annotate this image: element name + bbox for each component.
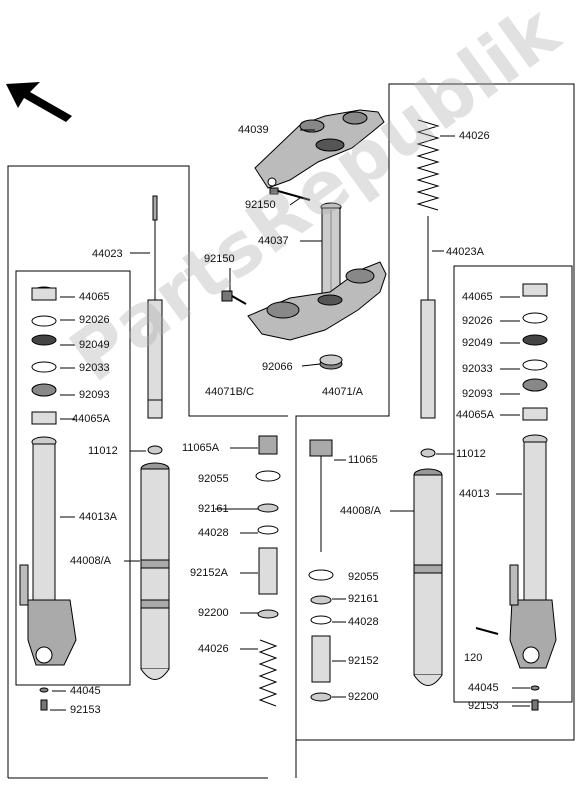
label-92200-a: 92200	[198, 607, 229, 619]
steering-stem	[320, 202, 342, 309]
label-92161-b: 92161	[348, 593, 379, 605]
fork-leg-44013-right	[475, 283, 557, 711]
fork-leg-44013A-left	[19, 286, 77, 711]
label-11012-left: 11012	[88, 445, 118, 457]
label-92152A: 92152A	[190, 567, 228, 579]
label-11065A: 11065A	[182, 442, 220, 454]
label-92033-left: 92033	[79, 362, 110, 374]
label-44013-right: 44013	[459, 488, 490, 500]
label-44071BC: 44071B/C	[205, 386, 254, 398]
label-44037: 44037	[258, 235, 289, 247]
label-44065A-right: 44065A	[456, 409, 494, 421]
direction-arrow-icon	[6, 82, 72, 122]
label-44045-left: 44045	[70, 685, 101, 697]
label-44045-right: 44045	[468, 682, 499, 694]
label-92093-right: 92093	[462, 388, 493, 400]
label-44013A: 44013A	[79, 511, 117, 523]
label-44065-left: 44065	[79, 291, 110, 303]
label-44023: 44023	[92, 248, 123, 260]
label-92161-a: 92161	[198, 503, 229, 515]
lower-triple-clamp	[221, 261, 387, 341]
label-44008A-mid: 44008/A	[340, 505, 381, 517]
bolt-92150-upper	[269, 187, 311, 201]
label-44023A: 44023A	[446, 246, 484, 258]
label-92150-upper: 92150	[245, 199, 276, 211]
label-92152: 92152	[348, 655, 379, 667]
label-44028-a: 44028	[198, 527, 229, 539]
label-92153-left: 92153	[70, 704, 101, 716]
label-11012-right: 11012	[456, 448, 486, 460]
label-92093-left: 92093	[79, 389, 110, 401]
label-92026-left: 92026	[79, 314, 110, 326]
label-92049-left: 92049	[79, 339, 110, 351]
spring-44026-right	[416, 119, 440, 211]
cartridge-44071A	[308, 439, 334, 702]
label-120: 120	[464, 652, 483, 664]
cartridge-44071BC	[255, 435, 281, 707]
upper-triple-clamp	[254, 109, 385, 189]
label-92055-a: 92055	[198, 473, 229, 485]
label-44065A-left: 44065A	[72, 413, 110, 425]
label-11065: 11065	[348, 454, 378, 466]
label-44008A-left: 44008/A	[70, 555, 111, 567]
inner-tube-44023A	[420, 216, 436, 419]
label-92153-right: 92153	[468, 700, 499, 712]
label-44026-right: 44026	[459, 130, 490, 142]
label-44039: 44039	[238, 124, 269, 136]
label-92150-lower: 92150	[204, 253, 235, 265]
label-44071A: 44071/A	[322, 386, 363, 398]
outer-tube-44008A-left	[140, 445, 170, 680]
inner-tube-44023	[147, 195, 163, 419]
outer-tube-44008A-right	[413, 448, 443, 686]
label-44065-right: 44065	[462, 291, 493, 303]
label-92200-b: 92200	[348, 691, 379, 703]
label-92049-right: 92049	[462, 337, 493, 349]
seal-92066	[319, 354, 343, 370]
label-44028-b: 44028	[348, 616, 379, 628]
label-44026-mid: 44026	[198, 643, 229, 655]
leader-lines	[50, 129, 530, 711]
label-92066: 92066	[262, 361, 293, 373]
section-frames	[7, 83, 575, 779]
label-92033-right: 92033	[462, 363, 493, 375]
label-92026-right: 92026	[462, 315, 493, 327]
label-92055-b: 92055	[348, 571, 379, 583]
